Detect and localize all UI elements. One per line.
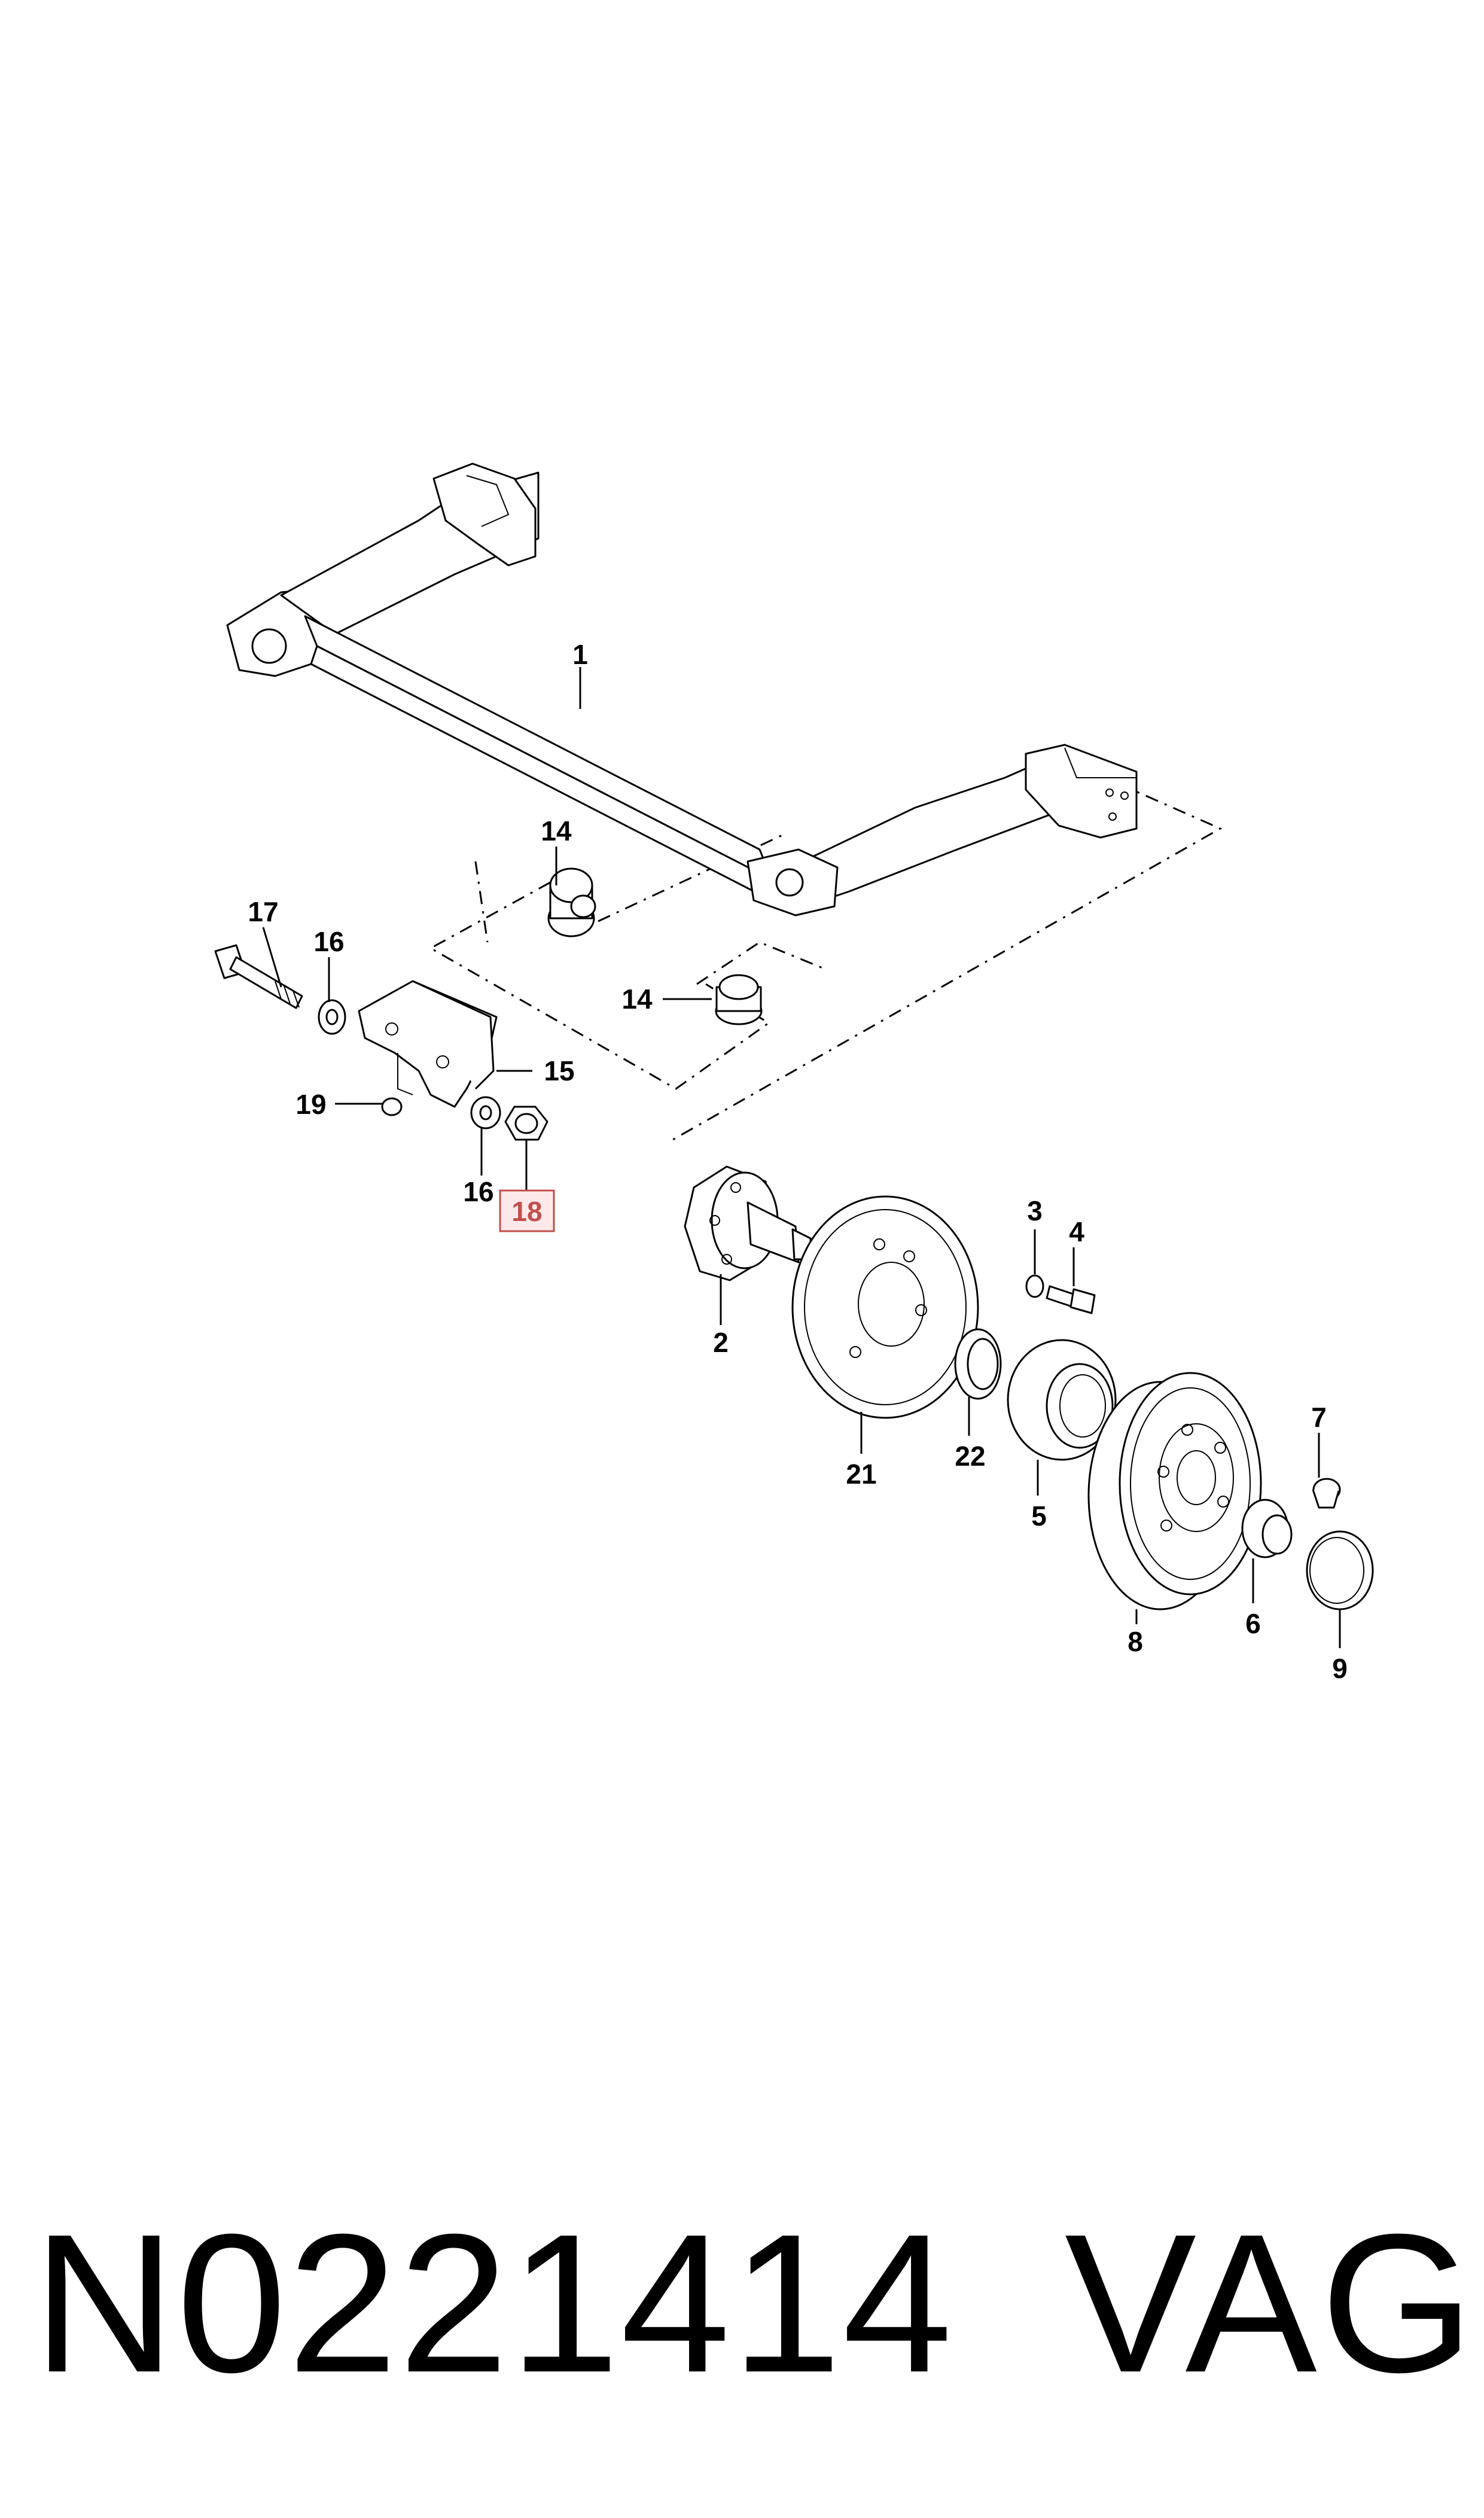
nut-19[interactable] [381,1097,403,1116]
callout-8: 8 [1128,1626,1143,1657]
stub-axle-2[interactable] [684,1165,812,1281]
callout-14-upper: 14 [541,815,572,847]
leader-lines [262,667,1341,1648]
callout-18: 18 [511,1196,542,1227]
toothed-ring-22[interactable] [954,1328,1002,1400]
callout-16-lower: 16 [463,1176,493,1207]
callout-15: 15 [544,1055,574,1086]
callout-3: 3 [1027,1195,1043,1226]
callout-5: 5 [1031,1500,1047,1531]
callout-22: 22 [955,1441,985,1472]
part-number: N0221414 [33,2193,954,2413]
backing-plate-21[interactable] [791,1195,979,1419]
callout-1: 1 [572,639,588,670]
callout-21: 21 [846,1459,876,1490]
callout-2: 2 [713,1327,729,1358]
washer-16-upper[interactable] [318,999,346,1035]
callout-4: 4 [1069,1216,1084,1247]
callout-17: 17 [248,896,278,927]
callout-18-highlight[interactable]: 18 [499,1189,555,1232]
nut-6[interactable] [1241,1499,1293,1558]
callout-6: 6 [1245,1608,1261,1639]
exploded-parts-diagram: 1 14 14 17 16 15 19 16 18 2 21 22 3 4 5 … [214,462,1374,1684]
bolt-17[interactable] [214,944,303,1009]
callout-14-lower: 14 [621,984,653,1015]
wheel-bearing-5[interactable] [1007,1339,1117,1461]
bush-14-lower[interactable] [715,974,763,1025]
callout-7: 7 [1311,1402,1327,1433]
washer-16-lower[interactable] [470,1096,501,1129]
bolt-4[interactable] [1046,1285,1096,1314]
screw-7[interactable] [1312,1478,1341,1509]
callout-9: 9 [1332,1653,1348,1684]
bush-14-upper[interactable] [547,867,596,937]
dust-cap-9[interactable] [1306,1530,1374,1610]
callout-16-upper: 16 [313,926,344,957]
caption: N0221414 VAG [0,2190,1484,2441]
washer-3[interactable] [1025,1274,1044,1298]
rear-axle-beam[interactable] [226,462,1138,917]
bracket-15[interactable] [358,980,498,1108]
callout-19: 19 [295,1089,326,1120]
brake-drum-8[interactable] [1087,1372,1262,1610]
callout-labels: 1 14 14 17 16 15 19 16 18 2 21 22 3 4 5 … [248,639,1347,1684]
nut-18[interactable] [504,1106,548,1141]
brand-name: VAG [1065,2193,1478,2413]
